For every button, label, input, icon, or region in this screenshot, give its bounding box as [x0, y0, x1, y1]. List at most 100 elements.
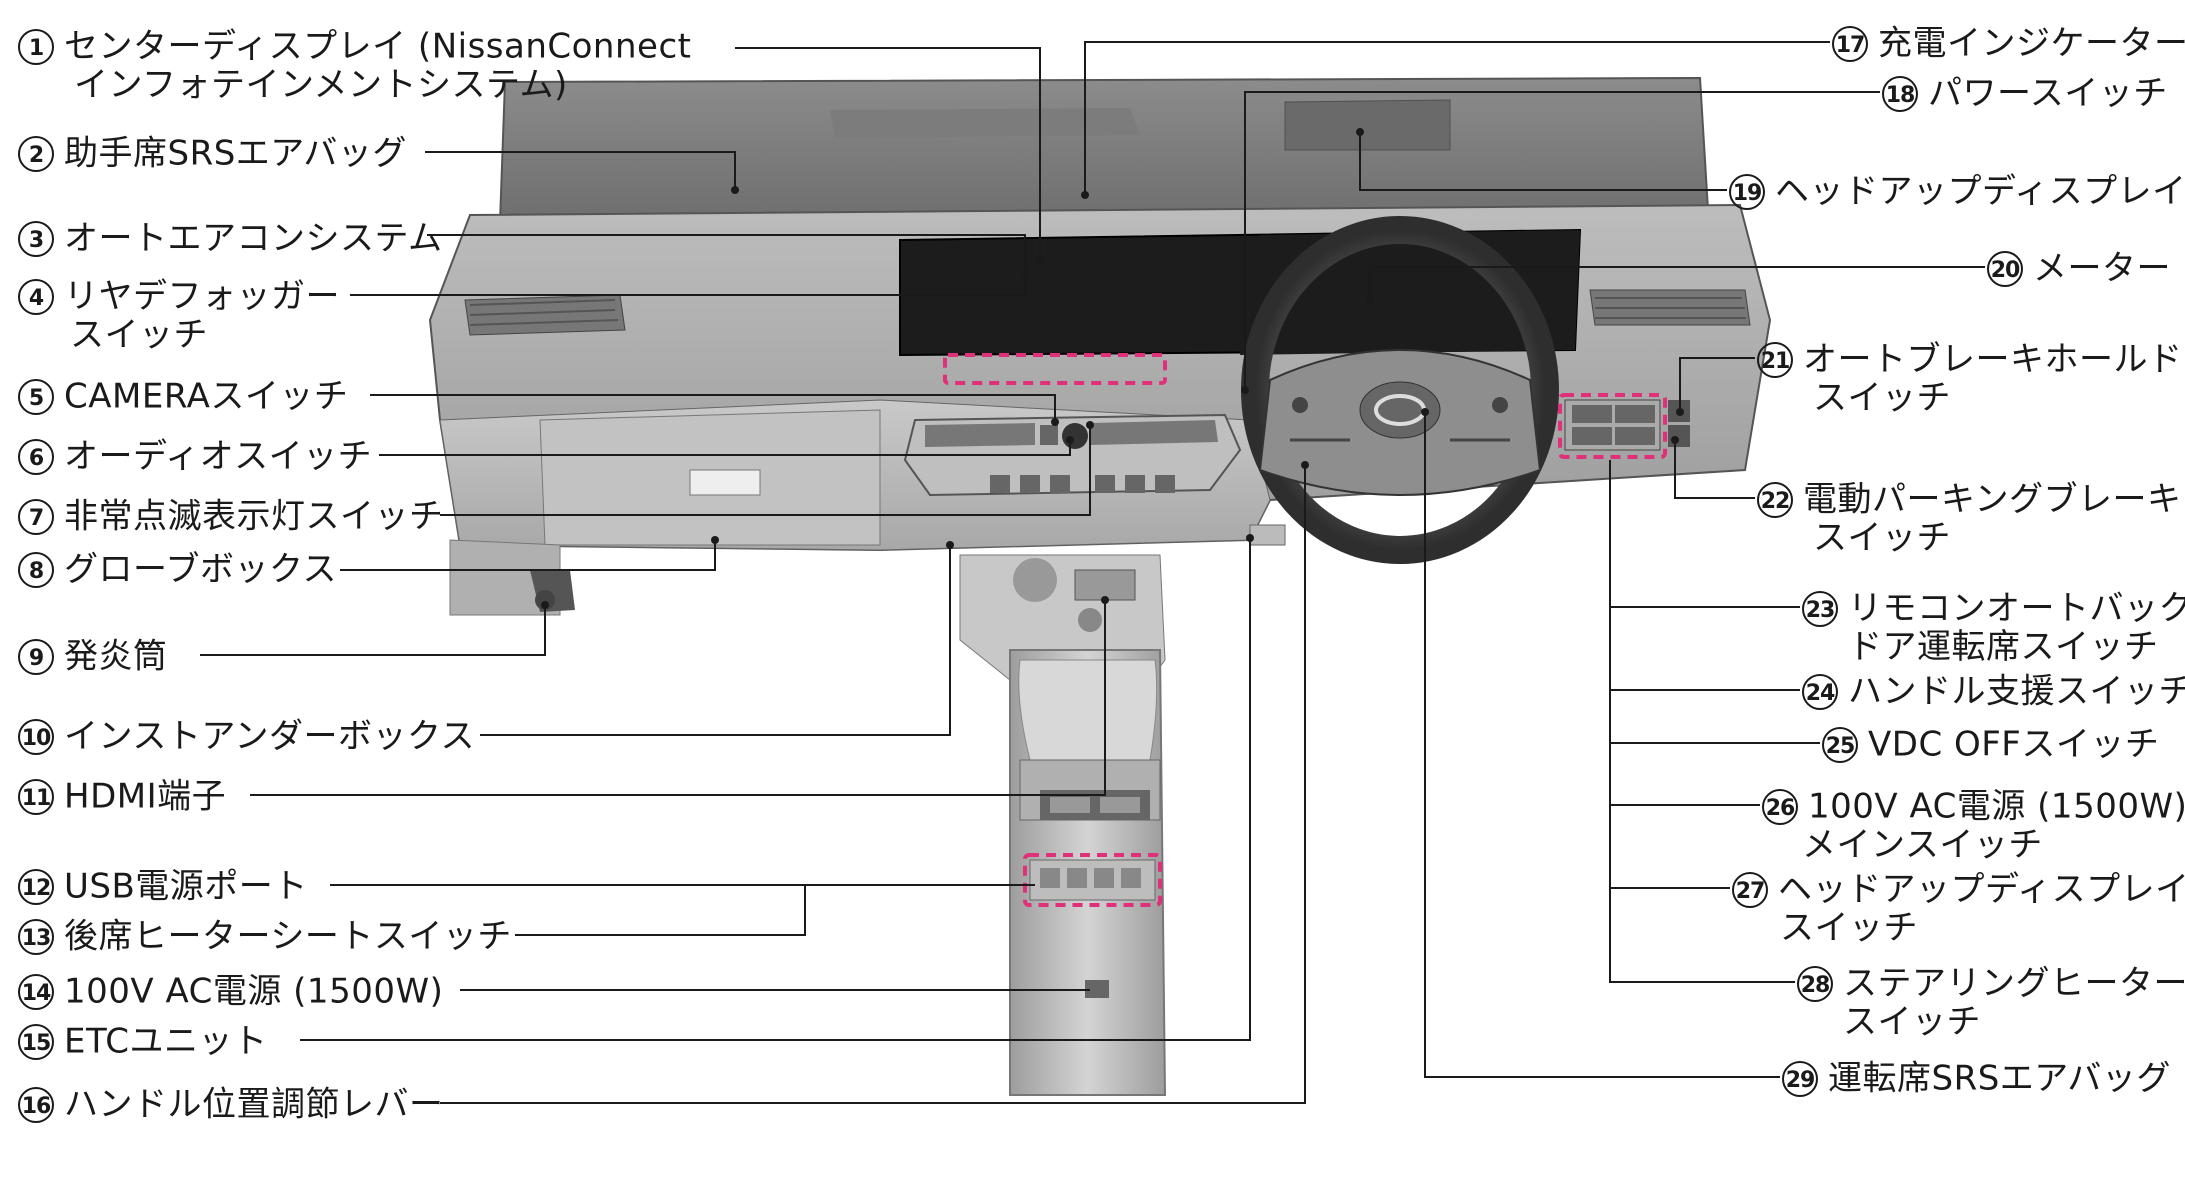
label-text-line2: スイッチ: [1813, 377, 1951, 418]
label-text: インストアンダーボックス: [64, 716, 475, 757]
label-text: ETCユニット: [64, 1021, 268, 1062]
number-badge: 1: [18, 28, 54, 65]
label-text: ハンドル位置調節レバー: [64, 1084, 444, 1125]
label-text: メーター: [2033, 248, 2171, 289]
label-13: 13 後席ヒーターシートスイッチ: [18, 916, 512, 956]
number-badge: 2: [18, 135, 54, 172]
label-text: ヘッドアップディスプレイ: [1775, 171, 2185, 212]
label-5: 5 CAMERAスイッチ: [18, 376, 348, 416]
label-text: パワースイッチ: [1928, 73, 2168, 114]
label-7: 7 非常点滅表示灯スイッチ: [18, 496, 444, 536]
label-11: 11 HDMI端子: [18, 776, 226, 816]
label-text: グローブボックス: [64, 549, 337, 590]
label-text: センターディスプレイ (NissanConnect: [64, 26, 692, 67]
label-10: 10 インストアンダーボックス: [18, 716, 475, 756]
label-text: 助手席SRSエアバッグ: [64, 133, 407, 174]
label-26: 26 100V AC電源 (1500W) メインスイッチ: [1762, 786, 2185, 864]
steering-wheel-shape: [1241, 216, 1559, 564]
label-text: 電動パーキングブレーキ: [1803, 479, 2182, 520]
label-28: 28 ステアリングヒーター スイッチ: [1797, 963, 2185, 1041]
label-text: リモコンオートバック: [1848, 588, 2185, 629]
number-badge: 21: [1757, 341, 1793, 378]
number-badge: 8: [18, 551, 54, 588]
number-badge: 14: [18, 973, 54, 1010]
number-badge: 22: [1757, 481, 1793, 518]
number-badge: 12: [18, 868, 54, 905]
label-text: 運転席SRSエアバッグ: [1828, 1058, 2171, 1099]
number-badge: 24: [1802, 673, 1838, 710]
label-text: 後席ヒーターシートスイッチ: [64, 916, 512, 957]
leader-dots: [541, 128, 1684, 609]
label-15: 15 ETCユニット: [18, 1021, 268, 1061]
leader-lines: [200, 41, 1985, 1104]
label-text: 100V AC電源 (1500W): [1808, 786, 2185, 827]
label-8: 8 グローブボックス: [18, 549, 337, 589]
label-18: 18 パワースイッチ: [1882, 73, 2168, 113]
dashboard-top: [498, 76, 1710, 224]
label-text-line2: メインスイッチ: [1802, 824, 2043, 865]
label-19: 19 ヘッドアップディスプレイ: [1729, 171, 2185, 211]
label-12: 12 USB電源ポート: [18, 866, 308, 906]
label-text-line2: スイッチ: [1843, 1001, 1981, 1042]
label-21: 21 オートブレーキホールド スイッチ: [1757, 339, 2183, 417]
label-text: 100V AC電源 (1500W): [64, 971, 444, 1012]
number-badge: 17: [1832, 25, 1868, 62]
label-text-line2: スイッチ: [70, 314, 208, 355]
label-text: 非常点滅表示灯スイッチ: [64, 496, 444, 537]
number-badge: 9: [18, 638, 54, 675]
label-1: 1 センターディスプレイ (NissanConnect インフォテインメントシステ…: [18, 26, 691, 104]
label-text-line2: ドア運転席スイッチ: [1848, 626, 2159, 667]
label-text: HDMI端子: [64, 776, 227, 817]
number-badge: 3: [18, 220, 54, 257]
label-text-line2: インフォテインメントシステム): [74, 64, 568, 105]
label-2: 2 助手席SRSエアバッグ: [18, 133, 407, 173]
label-text: 発炎筒: [64, 636, 168, 677]
right-switch-shape: [1558, 393, 1690, 459]
label-20: 20 メーター: [1987, 248, 2171, 288]
label-text: リヤデフォッガー: [64, 276, 340, 317]
label-24: 24 ハンドル支援スイッチ: [1802, 671, 2185, 711]
label-27: 27 ヘッドアップディスプレイ スイッチ: [1732, 869, 2185, 947]
label-4: 4 リヤデフォッガー スイッチ: [18, 276, 340, 354]
number-badge: 20: [1987, 250, 2023, 287]
label-text: ハンドル支援スイッチ: [1848, 671, 2185, 712]
center-console-shape: [959, 524, 1286, 1096]
number-badge: 29: [1782, 1060, 1818, 1097]
label-16: 16 ハンドル位置調節レバー: [18, 1084, 444, 1124]
number-badge: 26: [1762, 788, 1798, 825]
label-text: オートエアコンシステム: [64, 218, 443, 259]
number-badge: 4: [18, 278, 54, 315]
label-29: 29 運転席SRSエアバッグ: [1782, 1058, 2171, 1098]
label-3: 3 オートエアコンシステム: [18, 218, 442, 258]
label-14: 14 100V AC電源 (1500W): [18, 971, 443, 1011]
number-badge: 6: [18, 438, 54, 475]
label-text: CAMERAスイッチ: [64, 376, 349, 417]
number-badge: 16: [18, 1086, 54, 1123]
label-text: VDC OFFスイッチ: [1868, 724, 2160, 765]
label-text-line2: スイッチ: [1813, 517, 1951, 558]
number-badge: 10: [18, 718, 54, 755]
number-badge: 19: [1729, 173, 1765, 210]
label-9: 9 発炎筒: [18, 636, 168, 676]
label-text: USB電源ポート: [64, 866, 308, 907]
number-badge: 23: [1802, 590, 1838, 627]
number-badge: 7: [18, 498, 54, 535]
number-badge: 15: [18, 1023, 54, 1060]
label-text: オートブレーキホールド: [1803, 339, 2183, 380]
label-text: ヘッドアップディスプレイ: [1778, 869, 2185, 910]
number-badge: 18: [1882, 75, 1918, 112]
number-badge: 28: [1797, 965, 1833, 1002]
label-text-line2: スイッチ: [1780, 907, 1918, 948]
label-22: 22 電動パーキングブレーキ スイッチ: [1757, 479, 2181, 557]
label-text: ステアリングヒーター: [1843, 963, 2185, 1004]
label-text: 充電インジケーター: [1878, 23, 2185, 64]
label-17: 17 充電インジケーター: [1832, 23, 2185, 63]
number-badge: 13: [18, 918, 54, 955]
number-badge: 27: [1732, 871, 1768, 908]
number-badge: 5: [18, 378, 54, 415]
number-badge: 11: [18, 778, 54, 815]
